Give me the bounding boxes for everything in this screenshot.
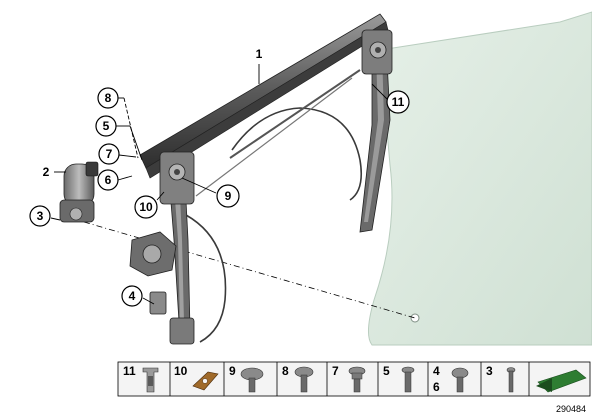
thin-screw-icon: [506, 367, 516, 393]
callout-7-label: 7: [106, 147, 113, 161]
glass-mount-hole: [410, 313, 420, 323]
callout-10-label: 10: [139, 200, 153, 214]
mount-bracket-4: [149, 291, 167, 315]
bowden-cable: [231, 107, 363, 201]
legend-label-10: 10: [174, 364, 188, 378]
cable-drum: [142, 244, 162, 264]
long-screw-icon: [401, 366, 415, 393]
screw-icon: [451, 367, 469, 393]
direction-arrow-icon: [536, 369, 587, 393]
callout-10: 10: [134, 195, 158, 219]
slider-pulley-hub: [174, 169, 180, 175]
callout-8: 8: [97, 87, 119, 109]
callout-3: 3: [29, 205, 51, 227]
callout-11-label: 11: [392, 95, 405, 109]
legend-label-5: 5: [383, 364, 390, 378]
motor-connector: [85, 161, 99, 177]
guide-rail-right-inner: [364, 50, 384, 222]
leader-lines: [50, 64, 388, 305]
legend-label-6: 6: [433, 380, 440, 394]
collar-bolt-icon: [348, 366, 366, 393]
callout-11: 11: [386, 90, 410, 114]
cable-guide-diag-2: [195, 77, 353, 197]
clip-icon: [142, 367, 159, 393]
callout-9: 9: [216, 184, 240, 208]
guide-rail-left-inner: [173, 172, 184, 324]
legend-label-7: 7: [332, 364, 339, 378]
motor-output: [69, 207, 83, 221]
callout-2-label: 2: [43, 165, 50, 179]
legend-label-9: 9: [229, 364, 236, 378]
legend-label-11: 11: [123, 364, 136, 378]
legend-label-3: 3: [486, 364, 493, 378]
motor-assembly: [59, 161, 99, 223]
parts-legend: 11 10 9 8 7 5: [117, 361, 591, 397]
callout-1: 1: [256, 47, 263, 61]
cable-guide-diag: [229, 69, 361, 159]
bowden-cable-lower: [185, 214, 227, 343]
callout-5-label: 5: [103, 119, 110, 133]
callout-4: 4: [121, 285, 143, 307]
legend-label-8: 8: [282, 364, 289, 378]
callout-7: 7: [98, 143, 120, 165]
callout-4-label: 4: [129, 289, 136, 303]
callout-6: 6: [97, 169, 119, 191]
callout-3-label: 3: [37, 209, 44, 223]
lower-bracket: [169, 317, 195, 345]
callout-6-label: 6: [105, 173, 112, 187]
callout-9-label: 9: [225, 189, 232, 203]
diagram-id: 290484: [556, 404, 586, 414]
callout-1-label: 1: [256, 47, 263, 61]
window-glass: [368, 11, 592, 346]
round-head-screw-icon: [240, 367, 264, 393]
plate-icon: [192, 371, 219, 391]
upper-pulley-hub: [375, 47, 381, 53]
legend-label-4: 4: [433, 364, 440, 378]
callout-8-label: 8: [105, 91, 112, 105]
callout-5: 5: [95, 115, 117, 137]
callout-2: 2: [43, 165, 50, 179]
hex-bolt-icon: [294, 366, 314, 393]
